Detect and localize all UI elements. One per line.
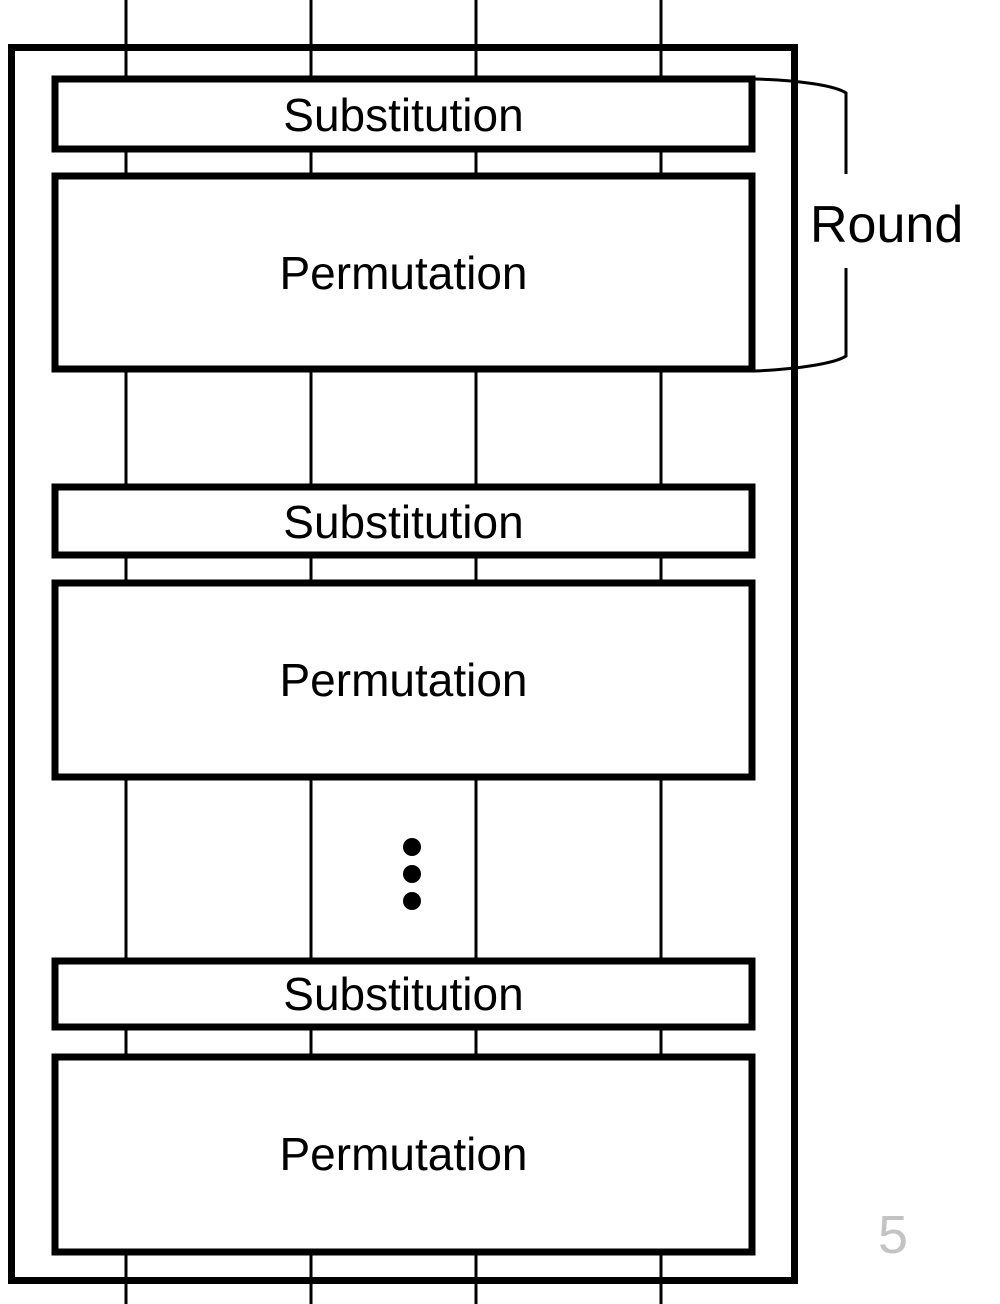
stage-label-permutation-3: Permutation [279,1128,528,1180]
stage-box-permutation-1[interactable] [51,172,756,373]
stage-box-permutation-3[interactable] [51,1053,756,1256]
stage-box-substitution-3[interactable] [51,957,756,1031]
stage-label-substitution-2: Substitution [283,496,524,548]
stage-boxes [51,75,756,1256]
ellipsis-dot-3 [403,892,421,910]
round-bracket [754,77,848,373]
stage-box-permutation-2[interactable] [51,579,756,781]
round-bracket-label: Round [810,196,964,254]
page-number: 5 [878,1205,909,1265]
round-bracket-lower [754,268,848,373]
cipher-outer-frame [8,44,798,1284]
round-bracket-upper [754,77,848,174]
stage-label-substitution-1: Substitution [283,89,524,141]
stage-box-substitution-1[interactable] [51,75,756,153]
ellipsis-dot-1 [403,838,421,856]
stage-label-permutation-2: Permutation [279,654,528,706]
ellipsis-dot-2 [403,865,421,883]
stage-label-permutation-1: Permutation [279,247,528,299]
stage-label-substitution-3: Substitution [283,968,524,1020]
vertical-ellipsis-icon [403,838,421,910]
stage-box-substitution-2[interactable] [51,483,756,559]
